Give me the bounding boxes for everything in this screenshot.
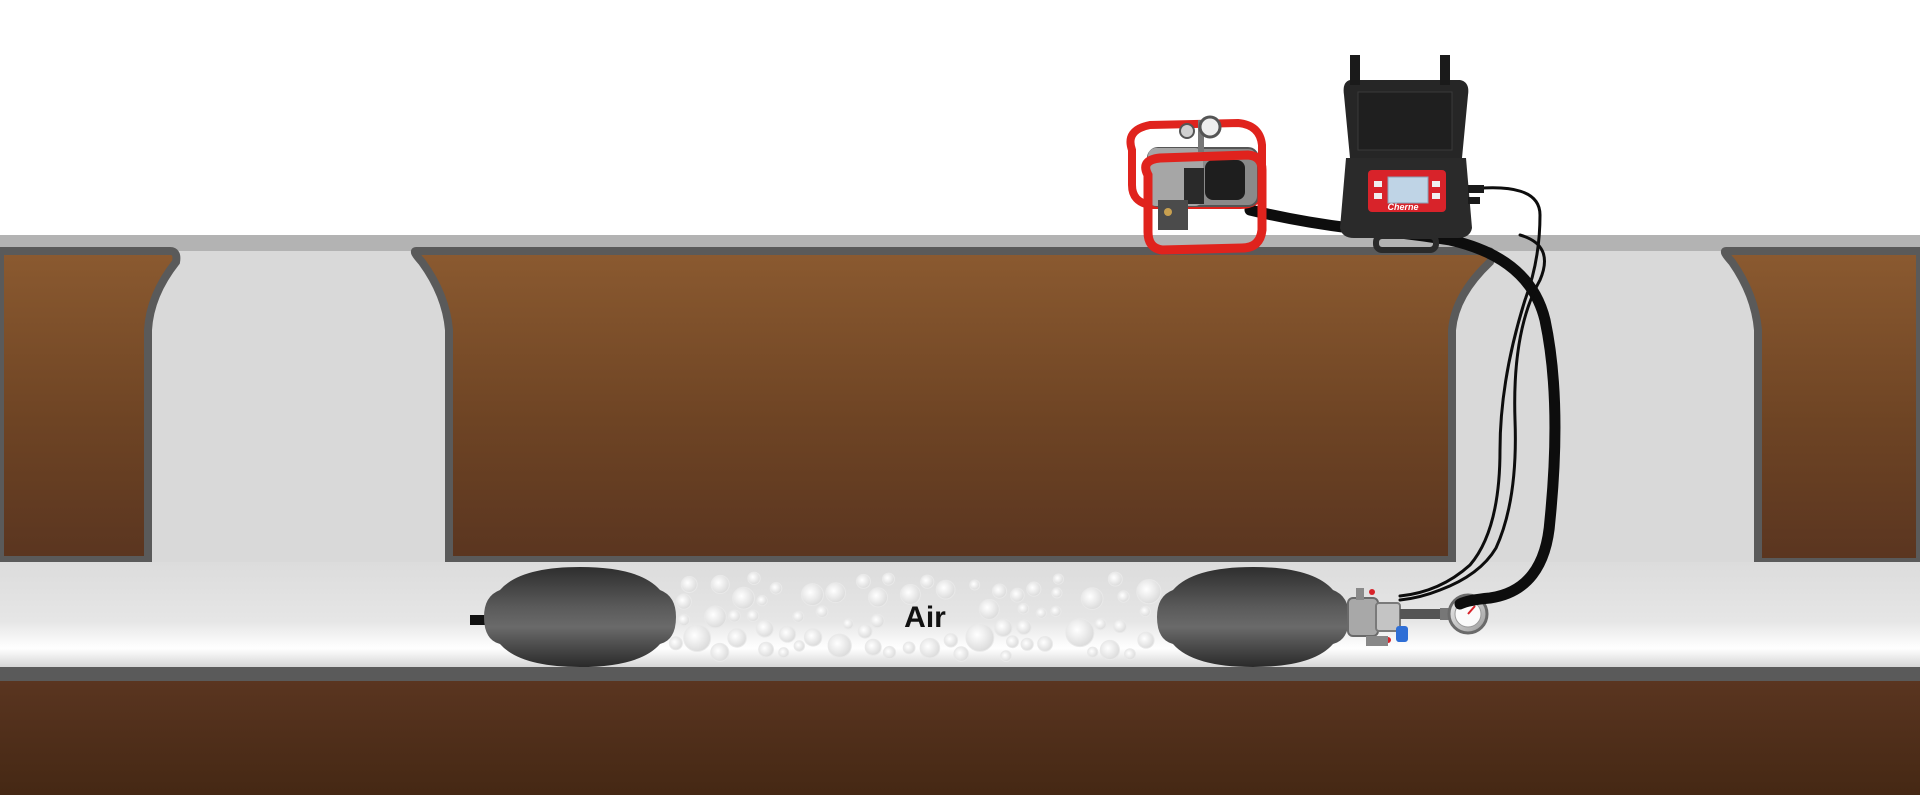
air-bubble [668, 636, 683, 651]
air-bubble [710, 642, 730, 662]
air-bubble [727, 628, 747, 648]
air-bubble [943, 633, 959, 648]
air-bubble [1037, 636, 1053, 652]
air-bubble [683, 624, 712, 652]
air-bubble [842, 618, 854, 630]
air-bubble [870, 613, 885, 629]
air-bubble [1117, 590, 1130, 603]
air-bubble [1052, 573, 1065, 585]
air-bubble [882, 645, 897, 660]
air-bubble [756, 594, 768, 607]
air-bubble [803, 628, 823, 647]
air-bubble [991, 583, 1008, 599]
air-bubble [778, 647, 790, 659]
air-bubble [1035, 607, 1047, 619]
monitor-cable [1398, 186, 1542, 598]
air-bubble [1136, 579, 1162, 605]
air-bubble [755, 619, 774, 638]
monitor-case: Cherne [1340, 55, 1484, 253]
air-bubble [747, 571, 761, 585]
air-bubble [1087, 646, 1099, 658]
air-bubble [1017, 602, 1030, 615]
air-bubble [800, 583, 824, 607]
air-bubble [793, 640, 805, 652]
air-bubble [969, 579, 981, 591]
air-bubble [677, 613, 691, 627]
air-bubble [732, 586, 755, 610]
air-bubble [1000, 650, 1012, 663]
air-bubble [920, 574, 935, 589]
air-bubble [919, 637, 941, 659]
air-bubble [1124, 648, 1136, 661]
air-bubble [792, 610, 805, 623]
air-bubble [815, 605, 829, 619]
blue-valve-handle [1396, 626, 1408, 642]
air-bubble [746, 609, 760, 623]
air-bubble [1009, 587, 1025, 603]
inflation-hose [1398, 233, 1546, 602]
air-bubble [1006, 635, 1019, 649]
air-bubble [1051, 587, 1063, 599]
air-bubble [1113, 619, 1127, 634]
left-test-plug [470, 567, 676, 667]
air-bubble [1020, 637, 1034, 651]
air-bubble [1099, 639, 1121, 661]
air-bubble [882, 572, 895, 586]
valve-fitting-assembly [1347, 588, 1450, 646]
air-bubble [1016, 619, 1032, 635]
air-bubble [827, 633, 852, 658]
air-bubble [1139, 605, 1152, 618]
air-bubble [1080, 587, 1104, 610]
air-bubble [855, 573, 871, 589]
left-plug-stem [470, 615, 486, 625]
air-bubble [1107, 571, 1123, 587]
air-bubble [727, 609, 741, 623]
air-bubble [953, 646, 970, 662]
air-bubble [868, 587, 888, 608]
air-bubble [1094, 617, 1107, 631]
air-bubble [978, 598, 1000, 620]
air-bubbles [668, 571, 1162, 663]
air-bubble [935, 579, 956, 600]
air-bubble [769, 582, 783, 595]
air-label: Air [904, 601, 946, 634]
air-bubble [1137, 631, 1155, 649]
air-bubble [902, 641, 916, 655]
air-bubble [899, 583, 921, 605]
air-bubble [994, 618, 1013, 637]
pipe-bottom-wall [0, 667, 1920, 681]
air-bubble [965, 623, 995, 652]
air-compressor [1126, 115, 1267, 255]
air-bubble [1026, 581, 1042, 597]
soil-block-center [410, 247, 1496, 564]
right-test-plug [1157, 567, 1349, 667]
soil-bottom [0, 681, 1920, 795]
soil-block-left [0, 247, 181, 564]
air-bubble [703, 605, 727, 629]
air-bubble [778, 625, 797, 643]
air-bubble [1050, 605, 1062, 617]
air-bubble [825, 582, 846, 604]
air-bubble [857, 623, 873, 639]
air-bubble [1065, 618, 1095, 648]
air-bubble [675, 593, 692, 610]
air-bubble [758, 641, 774, 658]
monitor-brand-label: Cherne [1387, 202, 1418, 212]
air-bubble [710, 574, 730, 595]
air-bubble [680, 576, 698, 593]
air-bubble [864, 638, 882, 656]
soil-block-right [1720, 247, 1920, 566]
